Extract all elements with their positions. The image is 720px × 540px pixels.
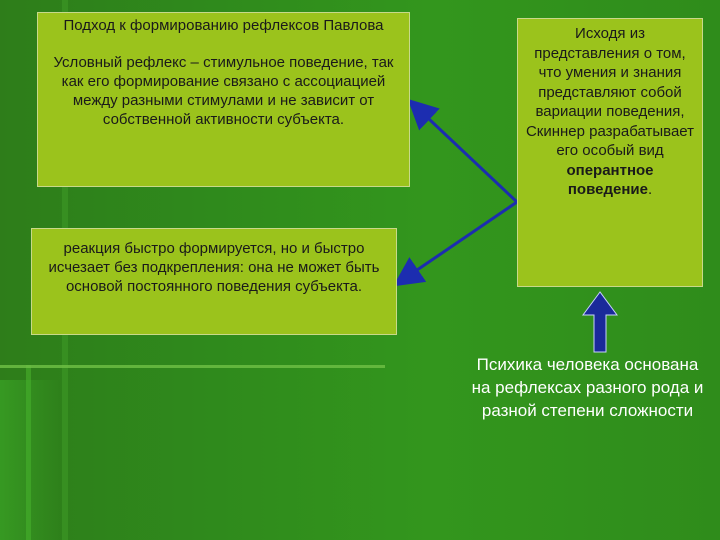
connector-to-reaction — [393, 200, 518, 287]
skinner-text: Исходя из представления о том, что умени… — [524, 24, 696, 200]
pavlov-body: Условный рефлекс – стимульное поведение,… — [53, 54, 394, 128]
up-arrow-icon — [582, 291, 618, 353]
background-glow-left — [0, 380, 60, 540]
skinner-box: Исходя из представления о том, что умени… — [517, 18, 703, 287]
reaction-text: реакция быстро формируется, но и быстро … — [48, 240, 380, 295]
psyche-caption: Психика человека основана на рефлексах р… — [471, 355, 704, 420]
skinner-text-before: Исходя из представления о том, что умени… — [525, 25, 695, 159]
skinner-operant-behavior: оперантное поведение — [566, 161, 654, 199]
pavlov-title: Подход к формированию рефлексов Павлова — [63, 17, 384, 34]
connector-to-pavlov — [407, 98, 519, 204]
pavlov-approach-box: Подход к формированию рефлексов Павлова … — [37, 12, 410, 187]
background-stripe-horizontal — [0, 365, 385, 368]
reaction-box: реакция быстро формируется, но и быстро … — [31, 228, 397, 335]
skinner-text-after: . — [647, 181, 653, 198]
